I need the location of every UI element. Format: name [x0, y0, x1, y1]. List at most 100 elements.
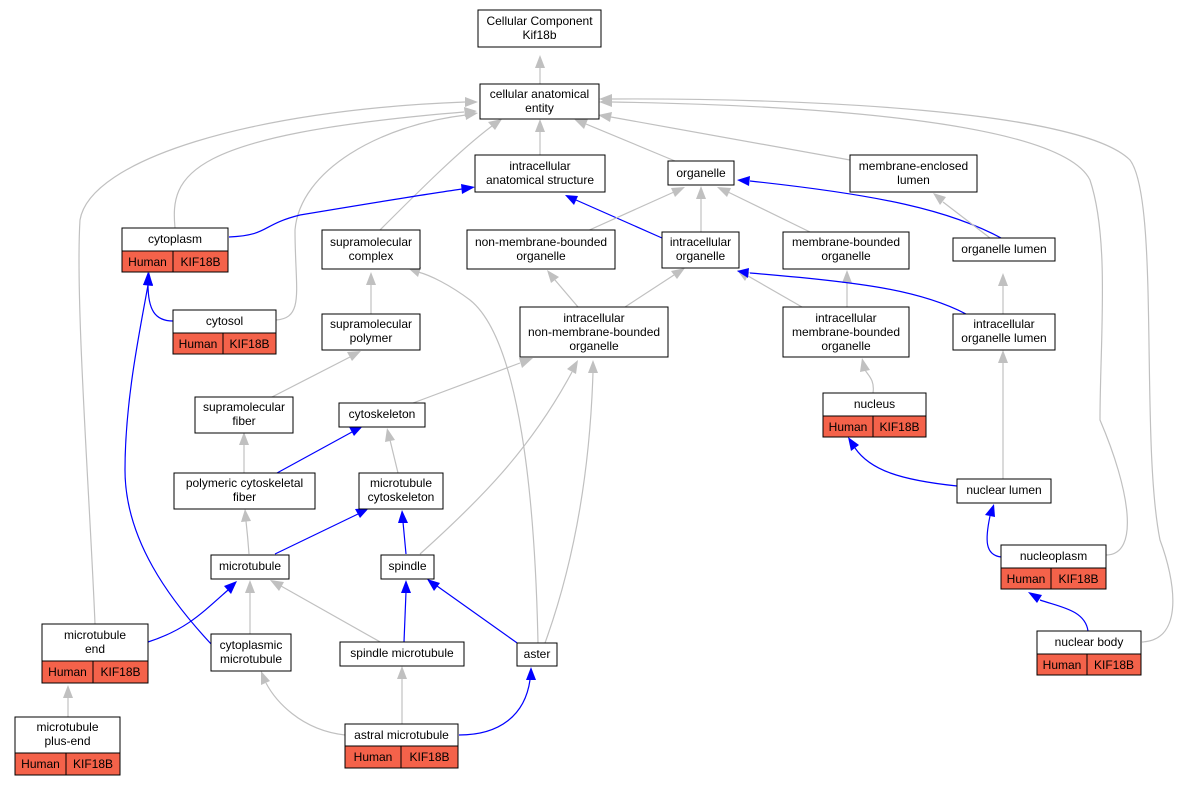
node-label: nucleus: [854, 397, 895, 411]
node-label: end: [85, 642, 105, 656]
node-label: cytoplasm: [148, 232, 202, 246]
node-label: fiber: [233, 490, 256, 504]
node-cytoplasm[interactable]: cytoplasm Human KIF18B: [121, 227, 229, 273]
edge-mtpe-to-mte: [63, 685, 73, 717]
node-label: nucleoplasm: [1020, 549, 1087, 563]
node-label: intracellular: [670, 235, 731, 249]
node-cellular-component-root[interactable]: Cellular Component Kif18b: [477, 9, 602, 48]
node-label: cytoskeleton: [368, 490, 435, 504]
node-astral-microtubule[interactable]: astral microtubule Human KIF18B: [344, 723, 459, 769]
edge-imbo-to-mbo: [842, 270, 852, 307]
node-membrane-enclosed-lumen[interactable]: membrane-enclosed lumen: [849, 154, 978, 193]
edge-cytoplasm-to-ias: [228, 184, 475, 238]
node-label: microtubule: [370, 476, 432, 490]
node-intracellular-anatomical-structure[interactable]: intracellular anatomical structure: [474, 154, 606, 193]
node-intracellular-organelle-lumen[interactable]: intracellular organelle lumen: [952, 313, 1056, 351]
node-supramolecular-polymer[interactable]: supramolecular polymer: [321, 313, 421, 351]
edge-smt-to-spindle: [401, 580, 411, 643]
node-label: cytoskeleton: [349, 407, 416, 421]
edge-amt-to-aster: [458, 667, 536, 736]
node-label: polymeric cytoskeletal: [186, 476, 303, 490]
node-membrane-bounded-organelle[interactable]: membrane-bounded organelle: [782, 231, 910, 270]
edge-microtubule-to-mtc: [274, 508, 369, 555]
edge-microtubule-to-pcf: [241, 509, 251, 555]
annotation-species: Human: [21, 757, 60, 771]
node-organelle-lumen[interactable]: organelle lumen: [952, 237, 1056, 262]
edge-cytoplasm-to-cae: [173, 107, 477, 229]
node-nucleus[interactable]: nucleus Human KIF18B: [822, 392, 927, 438]
node-supramolecular-complex[interactable]: supramolecular complex: [321, 229, 421, 270]
edge-cytoskeleton-to-inmbo: [412, 358, 533, 404]
annotation-species: Human: [829, 420, 868, 434]
node-nucleoplasm[interactable]: nucleoplasm Human KIF18B: [1000, 544, 1107, 590]
edge-nb-to-cae: [599, 94, 1174, 643]
node-cytoskeleton[interactable]: cytoskeleton: [338, 402, 426, 428]
node-intracellular-non-membrane-bounded-organelle[interactable]: intracellular non-membrane-bounded organ…: [519, 306, 669, 358]
edge-mtc-to-cytoskeleton: [385, 428, 399, 474]
edge-io-to-ias: [565, 195, 663, 239]
node-aster[interactable]: aster: [516, 642, 558, 667]
node-microtubule-end[interactable]: microtubule end Human KIF18B: [41, 623, 149, 684]
edge-smt-to-microtubule: [270, 580, 383, 644]
annotation-species: Human: [48, 665, 87, 679]
node-label: organelle lumen: [961, 242, 1046, 256]
edge-aster-to-inmbo: [544, 360, 598, 644]
edge-pcf-to-smf: [239, 432, 249, 473]
node-label: nuclear lumen: [966, 483, 1041, 497]
edge-io-to-organelle: [696, 186, 706, 232]
node-spindle[interactable]: spindle: [380, 554, 435, 580]
node-microtubule-plus-end[interactable]: microtubule plus-end Human KIF18B: [14, 716, 121, 776]
edge-mte-to-microtubule: [147, 581, 237, 643]
node-label: non-membrane-bounded: [528, 325, 660, 339]
node-label: microtubule: [219, 559, 281, 573]
edge-cmt-to-cytoplasm: [124, 272, 213, 646]
annotation-species: Human: [179, 337, 218, 351]
node-label: supramolecular: [203, 400, 285, 414]
node-label: microtubule: [36, 720, 98, 734]
edge-nmbo-to-organelle: [584, 187, 685, 233]
node-microtubule-cytoskeleton[interactable]: microtubule cytoskeleton: [358, 472, 444, 510]
annotation-gene: KIF18B: [879, 420, 919, 434]
node-cytosol[interactable]: cytosol Human KIF18B: [172, 309, 277, 355]
annotation-species: Human: [354, 750, 393, 764]
node-supramolecular-fiber[interactable]: supramolecular fiber: [194, 396, 294, 434]
node-label: membrane-bounded: [792, 325, 900, 339]
node-intracellular-organelle[interactable]: intracellular organelle: [661, 231, 740, 269]
node-polymeric-cytoskeletal-fiber[interactable]: polymeric cytoskeletal fiber: [173, 472, 316, 510]
edge-inmbo-to-nmbo: [547, 270, 579, 308]
node-organelle[interactable]: organelle: [667, 160, 735, 186]
node-microtubule[interactable]: microtubule: [210, 554, 290, 580]
annotation-species: Human: [128, 255, 167, 269]
edge-smf-to-smp: [271, 351, 361, 398]
annotation-gene: KIF18B: [409, 750, 449, 764]
node-label: Kif18b: [522, 28, 556, 42]
annotation-gene: KIF18B: [73, 757, 113, 771]
annotation-gene: KIF18B: [229, 337, 269, 351]
edge-spindle-to-mtc: [398, 510, 408, 555]
edge-iol-to-ol: [998, 273, 1008, 314]
edge-organelle-to-cae: [574, 119, 676, 162]
node-label: membrane-enclosed: [859, 159, 968, 173]
node-label: non-membrane-bounded: [475, 235, 607, 249]
node-cytoplasmic-microtubule[interactable]: cytoplasmic microtubule: [210, 633, 292, 672]
node-cellular-anatomical-entity[interactable]: cellular anatomical entity: [479, 83, 600, 120]
nodes: Cellular Component Kif18b cellular anato…: [14, 9, 1142, 776]
node-nuclear-body[interactable]: nuclear body Human KIF18B: [1036, 630, 1142, 676]
annotation-gene: KIF18B: [180, 255, 220, 269]
node-spindle-microtubule[interactable]: spindle microtubule: [339, 641, 465, 667]
node-label: entity: [525, 101, 554, 115]
node-intracellular-membrane-bounded-organelle[interactable]: intracellular membrane-bounded organelle: [782, 306, 910, 358]
annotation-gene: KIF18B: [1094, 658, 1134, 672]
node-non-membrane-bounded-organelle[interactable]: non-membrane-bounded organelle: [466, 229, 616, 270]
node-label: intracellular: [563, 311, 624, 325]
edge-amt-to-smt: [397, 666, 407, 724]
node-label: organelle: [569, 339, 619, 353]
edges: [63, 55, 1174, 736]
node-label: fiber: [232, 414, 255, 428]
edge-nb-to-np: [1028, 592, 1089, 632]
node-label: organelle: [821, 339, 871, 353]
node-label: supramolecular: [330, 317, 412, 331]
node-label: organelle: [676, 249, 726, 263]
node-nuclear-lumen[interactable]: nuclear lumen: [956, 478, 1052, 504]
